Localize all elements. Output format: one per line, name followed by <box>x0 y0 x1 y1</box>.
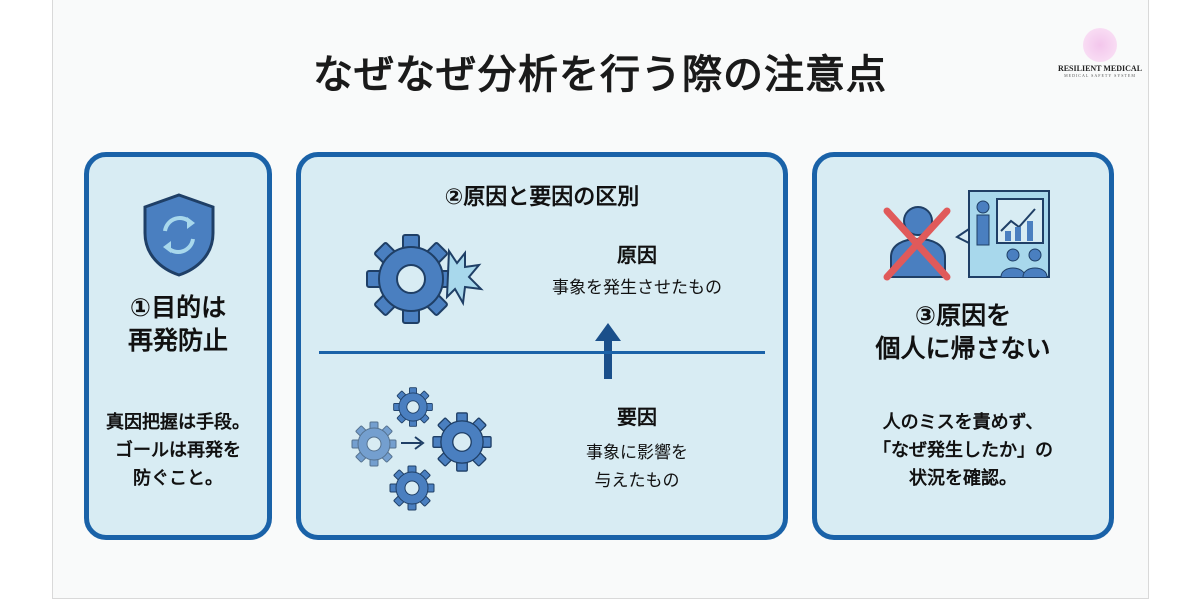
cause-label: 原因 <box>617 243 657 267</box>
dove-logo-icon <box>1083 28 1117 62</box>
gear-light-icon <box>351 421 397 467</box>
panel-not-individual: ③原因を 個人に帰さない 人のミスを責めず、 「なぜ発生したか」の 状況を確認。 <box>812 152 1114 540</box>
factor-desc: 事象に影響を 与えたもの <box>491 439 783 495</box>
logo-name: RESILIENT MEDICAL <box>1057 64 1143 73</box>
logo: RESILIENT MEDICAL MEDICAL SAFETY SYSTEM <box>1040 28 1160 78</box>
divider <box>319 351 765 354</box>
gear-bottom-icon <box>389 465 435 511</box>
panel-heading: ③原因を 個人に帰さない <box>817 299 1109 365</box>
panel-heading: ②原因と要因の区別 <box>444 185 640 210</box>
page-title: なぜなぜ分析を行う際の注意点 <box>313 52 887 98</box>
body-line: ゴールは再発を <box>115 440 241 461</box>
panel-cause-vs-factor: ②原因と要因の区別 原因 事象を発生させたもの 要因 事象に影響を 与えたもの <box>296 152 788 540</box>
body-line: 状況を確認。 <box>909 468 1017 489</box>
heading-line: 再発防止 <box>127 326 228 355</box>
heading-line: ①目的は <box>129 293 227 322</box>
cause-desc: 事象を発生させたもの <box>552 278 722 298</box>
desc-line: 与えたもの <box>594 471 680 491</box>
spark-icon <box>445 247 484 307</box>
desc-line: 事象に影響を <box>586 443 688 463</box>
body-line: 「なぜ発生したか」の <box>873 440 1053 461</box>
presentation-icon <box>955 190 1050 278</box>
body-line: 人のミスを責めず、 <box>882 412 1044 433</box>
heading-line: 個人に帰さない <box>875 334 1051 363</box>
panel-body: 真因把握は手段。 ゴールは再発を 防ぐこと。 <box>89 409 267 493</box>
arrow-right-icon <box>401 436 425 450</box>
body-line: 防ぐこと。 <box>133 468 223 489</box>
person-crossed-icon <box>883 206 951 281</box>
logo-tagline: MEDICAL SAFETY SYSTEM <box>1064 73 1136 78</box>
shield-refresh-icon <box>143 193 215 277</box>
factor-label: 要因 <box>617 405 657 429</box>
gear-large-icon <box>432 412 492 472</box>
heading-line: ③原因を <box>914 301 1012 330</box>
panel-heading: ①目的は 再発防止 <box>89 291 267 357</box>
panel-purpose: ①目的は 再発防止 真因把握は手段。 ゴールは再発を 防ぐこと。 <box>84 152 272 540</box>
panel-body: 人のミスを責めず、 「なぜ発生したか」の 状況を確認。 <box>817 409 1109 493</box>
body-line: 真因把握は手段。 <box>106 412 250 433</box>
